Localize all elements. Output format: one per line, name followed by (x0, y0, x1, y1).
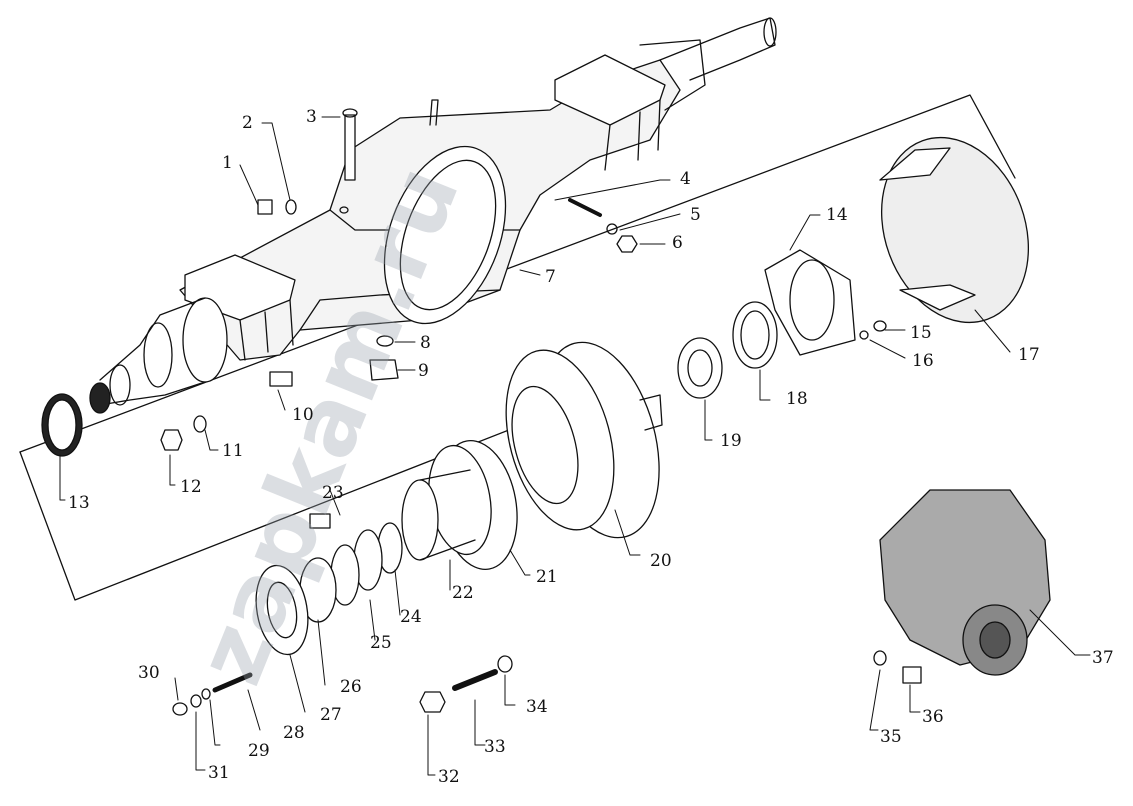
part-label-5: 5 (690, 205, 701, 225)
part-label-15: 15 (910, 323, 932, 343)
seal-ring (41, 393, 83, 457)
part-label-17: 17 (1018, 345, 1040, 365)
part-label-26: 26 (340, 677, 362, 697)
part-label-25: 25 (370, 633, 392, 653)
part-label-1: 1 (222, 153, 233, 173)
part-label-23: 23 (322, 483, 344, 503)
part-label-28: 28 (283, 723, 305, 743)
part-label-12: 12 (180, 477, 202, 497)
part-label-29: 29 (248, 741, 270, 761)
part-label-22: 22 (452, 583, 474, 603)
part-label-14: 14 (826, 205, 848, 225)
axle-housing (89, 17, 777, 414)
part-label-27: 27 (320, 705, 342, 725)
wheel-hub (401, 439, 518, 571)
part-label-35: 35 (880, 727, 902, 747)
differential (879, 489, 1051, 676)
part-label-18: 18 (786, 389, 808, 409)
part-label-24: 24 (400, 607, 422, 627)
leader-lines (59, 116, 1091, 776)
brake-drum (505, 341, 663, 539)
brake-backing-plate (879, 136, 1030, 324)
part-label-37: 37 (1092, 648, 1114, 668)
part-label-32: 32 (438, 767, 460, 787)
part-label-3: 3 (306, 107, 317, 127)
part-label-31: 31 (208, 763, 230, 783)
part-label-2: 2 (242, 113, 253, 133)
part-label-11: 11 (222, 441, 244, 461)
part-label-34: 34 (526, 697, 548, 717)
part-label-16: 16 (912, 351, 934, 371)
part-label-9: 9 (418, 361, 429, 381)
part-label-8: 8 (420, 333, 431, 353)
part-label-33: 33 (484, 737, 506, 757)
part-label-20: 20 (650, 551, 672, 571)
part-label-36: 36 (922, 707, 944, 727)
part-label-21: 21 (536, 567, 558, 587)
part-label-19: 19 (720, 431, 742, 451)
part-label-7: 7 (545, 267, 556, 287)
part-label-13: 13 (68, 493, 90, 513)
part-label-6: 6 (672, 233, 683, 253)
part-label-10: 10 (292, 405, 314, 425)
part-label-4: 4 (680, 169, 691, 189)
bearings-and-seal (677, 249, 856, 399)
fasteners (160, 108, 922, 716)
bearing-and-flange (255, 522, 403, 656)
part-label-30: 30 (138, 663, 160, 683)
assembly-boundary (19, 94, 1016, 601)
